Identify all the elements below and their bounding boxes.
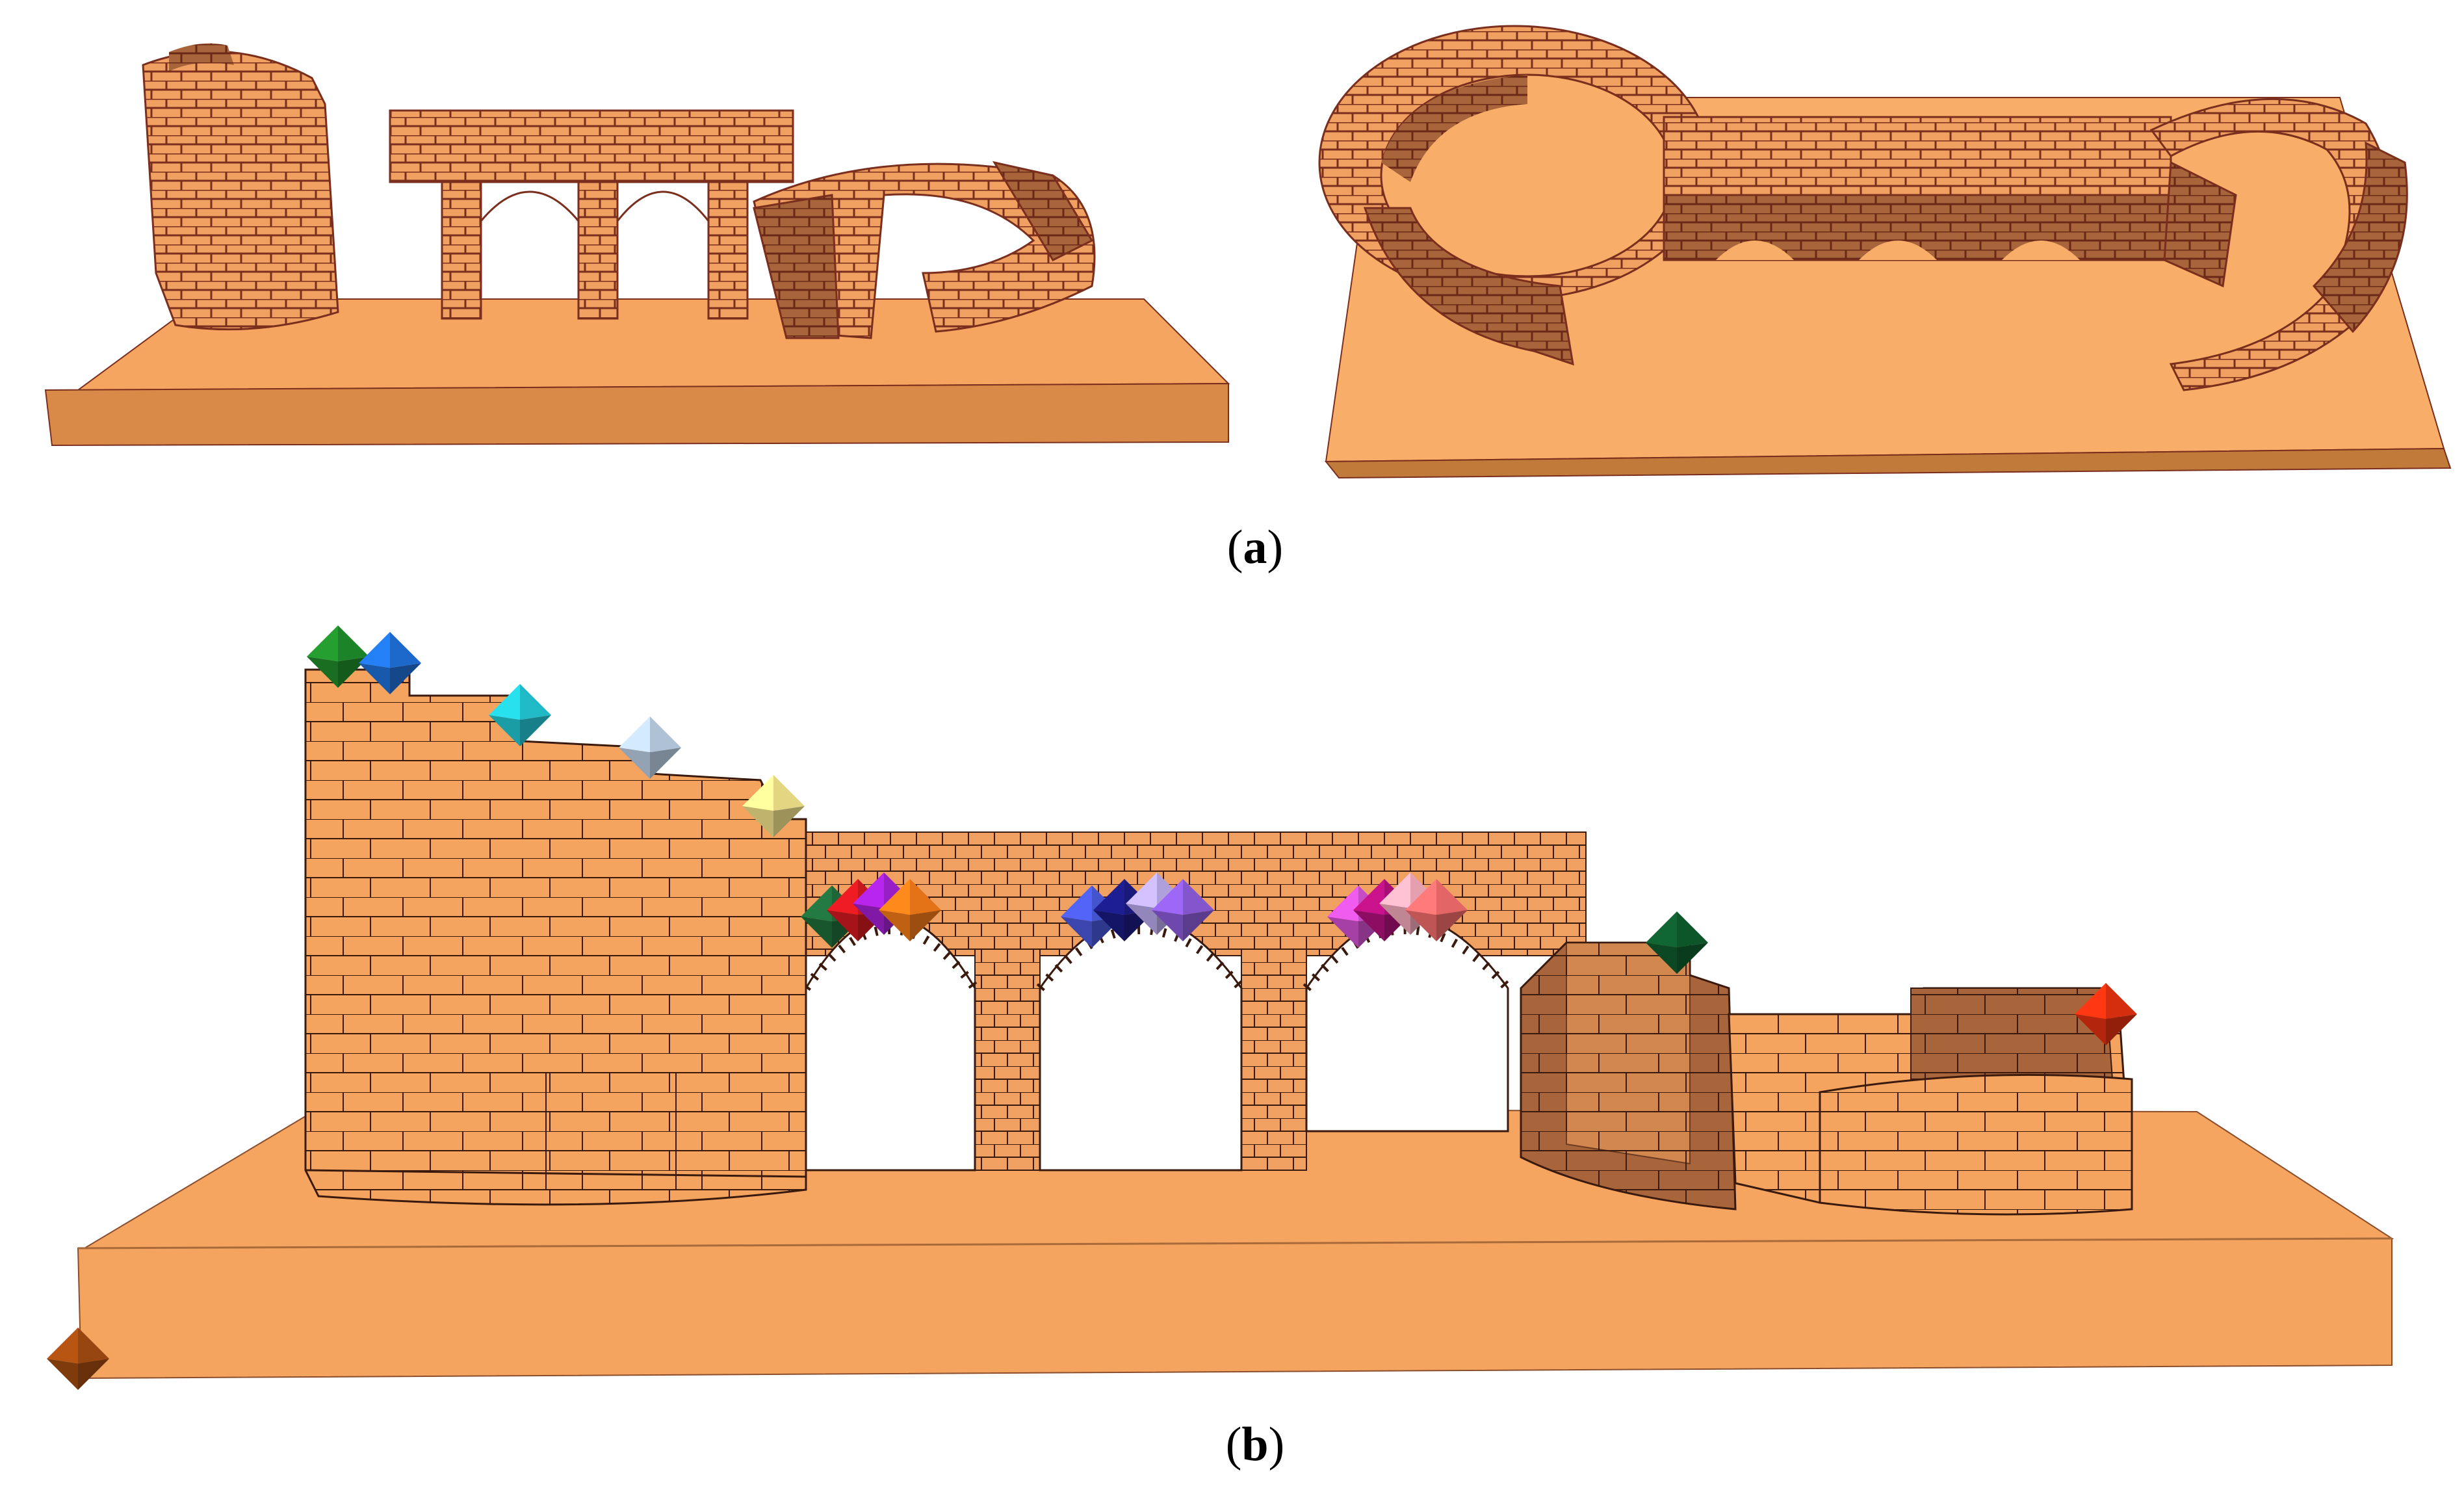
marker-face xyxy=(520,684,551,720)
marker-face xyxy=(78,1328,109,1364)
marker-face xyxy=(47,1328,78,1364)
semicircular-wall xyxy=(753,163,1096,339)
marker-face xyxy=(520,715,551,746)
marker-face xyxy=(1061,917,1092,948)
marker-face xyxy=(801,885,832,922)
marker-face xyxy=(1353,879,1384,915)
marker-face xyxy=(1677,911,1708,948)
marker-face xyxy=(910,879,941,915)
marker-face xyxy=(1126,872,1157,909)
marker-face xyxy=(650,716,681,753)
panel-a-left-view xyxy=(39,26,1248,468)
marker-face xyxy=(489,684,520,720)
marker-face xyxy=(773,806,805,837)
marker-face xyxy=(742,806,773,837)
marker-face xyxy=(650,748,681,779)
marker-face xyxy=(1379,904,1410,935)
marker-face xyxy=(879,910,910,941)
marker-face xyxy=(390,663,421,694)
aqueduct-pier xyxy=(1241,949,1307,1171)
marker-face xyxy=(1436,879,1468,915)
marker-face xyxy=(1152,910,1183,941)
marker-face xyxy=(1093,910,1124,941)
marker-face xyxy=(910,910,941,941)
panel-b-front-view xyxy=(26,624,2444,1417)
panel-a-top-view xyxy=(1300,13,2457,481)
marker-blue-icon xyxy=(359,632,421,694)
marker-face xyxy=(1183,910,1214,941)
marker-salmon-icon xyxy=(1405,879,1468,941)
aqueduct-pier xyxy=(974,949,1041,1171)
marker-face xyxy=(359,632,390,668)
marker-face xyxy=(1126,904,1157,935)
marker-brown-icon xyxy=(47,1328,109,1390)
marker-orange-icon xyxy=(879,879,941,941)
marker-forest-green-icon xyxy=(1646,911,1708,974)
marker-face xyxy=(827,910,858,941)
marker-face xyxy=(1379,872,1410,909)
marker-cyan-icon xyxy=(489,684,551,746)
semicircular-wall xyxy=(2149,98,2393,391)
marker-face xyxy=(2075,1014,2106,1045)
marker-face xyxy=(1677,943,1708,974)
marker-face xyxy=(1061,885,1092,922)
marker-face xyxy=(47,1359,78,1390)
marker-face xyxy=(1436,910,1468,941)
marker-face xyxy=(1405,910,1436,941)
marker-face xyxy=(338,625,369,662)
marker-face xyxy=(78,1359,109,1390)
marker-face xyxy=(1646,911,1677,948)
marker-face xyxy=(619,716,650,753)
marker-medium-purple-icon xyxy=(1152,879,1214,941)
marker-face xyxy=(1093,879,1124,915)
aqueduct-deck xyxy=(1663,116,2172,196)
marker-face xyxy=(1327,885,1358,922)
marker-face xyxy=(742,775,773,811)
marker-face xyxy=(2075,983,2106,1019)
panel-a-caption: (a) xyxy=(1226,521,1284,574)
marker-face xyxy=(853,872,884,909)
marker-face xyxy=(307,657,338,688)
panel-b-caption: (b) xyxy=(1225,1418,1285,1471)
marker-green-icon xyxy=(307,625,369,688)
marker-face xyxy=(1405,879,1436,915)
marker-red-orange-icon xyxy=(2075,983,2137,1045)
marker-face xyxy=(307,625,338,662)
marker-face xyxy=(1327,917,1358,948)
marker-face xyxy=(1353,910,1384,941)
base-slab-front xyxy=(77,1237,2393,1380)
marker-face xyxy=(1152,879,1183,915)
marker-face xyxy=(801,917,832,948)
marker-face xyxy=(2106,983,2137,1019)
marker-face xyxy=(619,748,650,779)
aqueduct-deck xyxy=(389,109,794,183)
marker-face xyxy=(489,715,520,746)
marker-pale-yellow-icon xyxy=(742,775,805,837)
marker-face xyxy=(1183,879,1214,915)
marker-face xyxy=(827,879,858,915)
marker-face xyxy=(773,775,805,811)
round-tower xyxy=(142,50,339,331)
marker-face xyxy=(2106,1014,2137,1045)
marker-face xyxy=(359,663,390,694)
marker-face xyxy=(390,632,421,668)
marker-face xyxy=(853,904,884,935)
marker-light-steel-blue-icon xyxy=(619,716,681,779)
marker-face xyxy=(879,879,910,915)
round-tower xyxy=(304,668,807,1206)
base-slab-front xyxy=(44,382,1229,447)
marker-face xyxy=(1646,943,1677,974)
